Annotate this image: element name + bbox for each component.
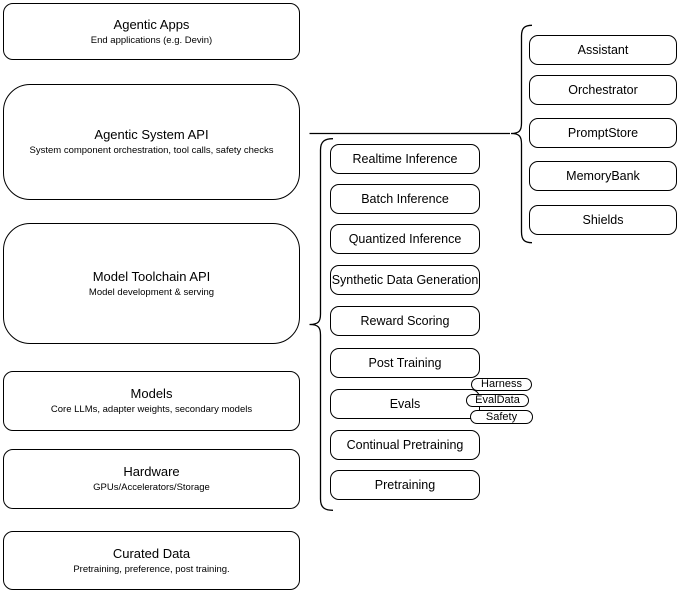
node-subtitle: System component orchestration, tool cal…: [29, 145, 274, 156]
node-model-toolchain-api: Model Toolchain API Model development & …: [3, 223, 300, 344]
component-label: Shields: [582, 213, 624, 227]
toolchain-item-pretraining: Pretraining: [330, 470, 480, 500]
toolchain-item-label: Batch Inference: [361, 192, 449, 206]
component-label: MemoryBank: [566, 169, 640, 183]
toolchain-item-label: Quantized Inference: [348, 232, 462, 246]
node-title: Agentic Apps: [113, 16, 190, 32]
evals-tag-harness: Harness: [471, 378, 532, 391]
toolchain-item-label: Post Training: [368, 356, 442, 370]
toolchain-item-label: Continual Pretraining: [346, 438, 464, 452]
node-title: Models: [130, 386, 173, 401]
evals-tag-label: Harness: [481, 378, 522, 390]
node-agentic-apps: Agentic Apps End applications (e.g. Devi…: [3, 3, 300, 60]
evals-tag-label: Safety: [485, 410, 518, 423]
node-title: Model Toolchain API: [92, 268, 211, 284]
toolchain-item-evals: Evals: [330, 389, 480, 419]
toolchain-item-batch-inference: Batch Inference: [330, 184, 480, 214]
node-subtitle: Model development & serving: [88, 286, 215, 298]
node-subtitle: Pretraining, preference, post training.: [73, 563, 230, 575]
component-promptstore: PromptStore: [529, 118, 677, 148]
toolchain-item-quantized-inference: Quantized Inference: [330, 224, 480, 254]
toolchain-item-reward-scoring: Reward Scoring: [330, 306, 480, 336]
evals-tag-evaldata: EvalData: [466, 394, 529, 407]
node-agentic-system-api: Agentic System API System component orch…: [3, 84, 300, 200]
node-subtitle: Core LLMs, adapter weights, secondary mo…: [50, 404, 253, 415]
toolchain-item-label: Reward Scoring: [360, 314, 450, 328]
component-label: Orchestrator: [568, 83, 638, 97]
toolchain-item-realtime-inference: Realtime Inference: [330, 144, 480, 174]
component-orchestrator: Orchestrator: [529, 75, 677, 105]
component-shields: Shields: [529, 205, 677, 235]
component-assistant: Assistant: [529, 35, 677, 65]
evals-tag-safety: Safety: [470, 410, 533, 424]
toolchain-item-continual-pretraining: Continual Pretraining: [330, 430, 480, 460]
toolchain-item-label: Pretraining: [374, 478, 436, 492]
node-title: Hardware: [123, 464, 180, 479]
component-memorybank: MemoryBank: [529, 161, 677, 191]
node-title: Curated Data: [112, 545, 191, 561]
toolchain-item-label: Synthetic Data Generation: [331, 273, 479, 287]
node-models: Models Core LLMs, adapter weights, secon…: [3, 371, 300, 431]
node-title: Agentic System API: [94, 127, 209, 142]
toolchain-item-label: Evals: [389, 397, 421, 411]
component-label: Assistant: [577, 43, 629, 57]
node-subtitle: End applications (e.g. Devin): [90, 34, 213, 46]
node-hardware: Hardware GPUs/Accelerators/Storage: [3, 449, 300, 509]
node-subtitle: GPUs/Accelerators/Storage: [93, 482, 210, 493]
toolchain-item-label: Realtime Inference: [352, 152, 458, 166]
evals-tag-label: EvalData: [475, 394, 520, 406]
toolchain-item-post-training: Post Training: [330, 348, 480, 378]
toolchain-item-synthetic-data-generation: Synthetic Data Generation: [330, 265, 480, 295]
node-curated-data: Curated Data Pretraining, preference, po…: [3, 531, 300, 590]
component-label: PromptStore: [567, 126, 639, 140]
